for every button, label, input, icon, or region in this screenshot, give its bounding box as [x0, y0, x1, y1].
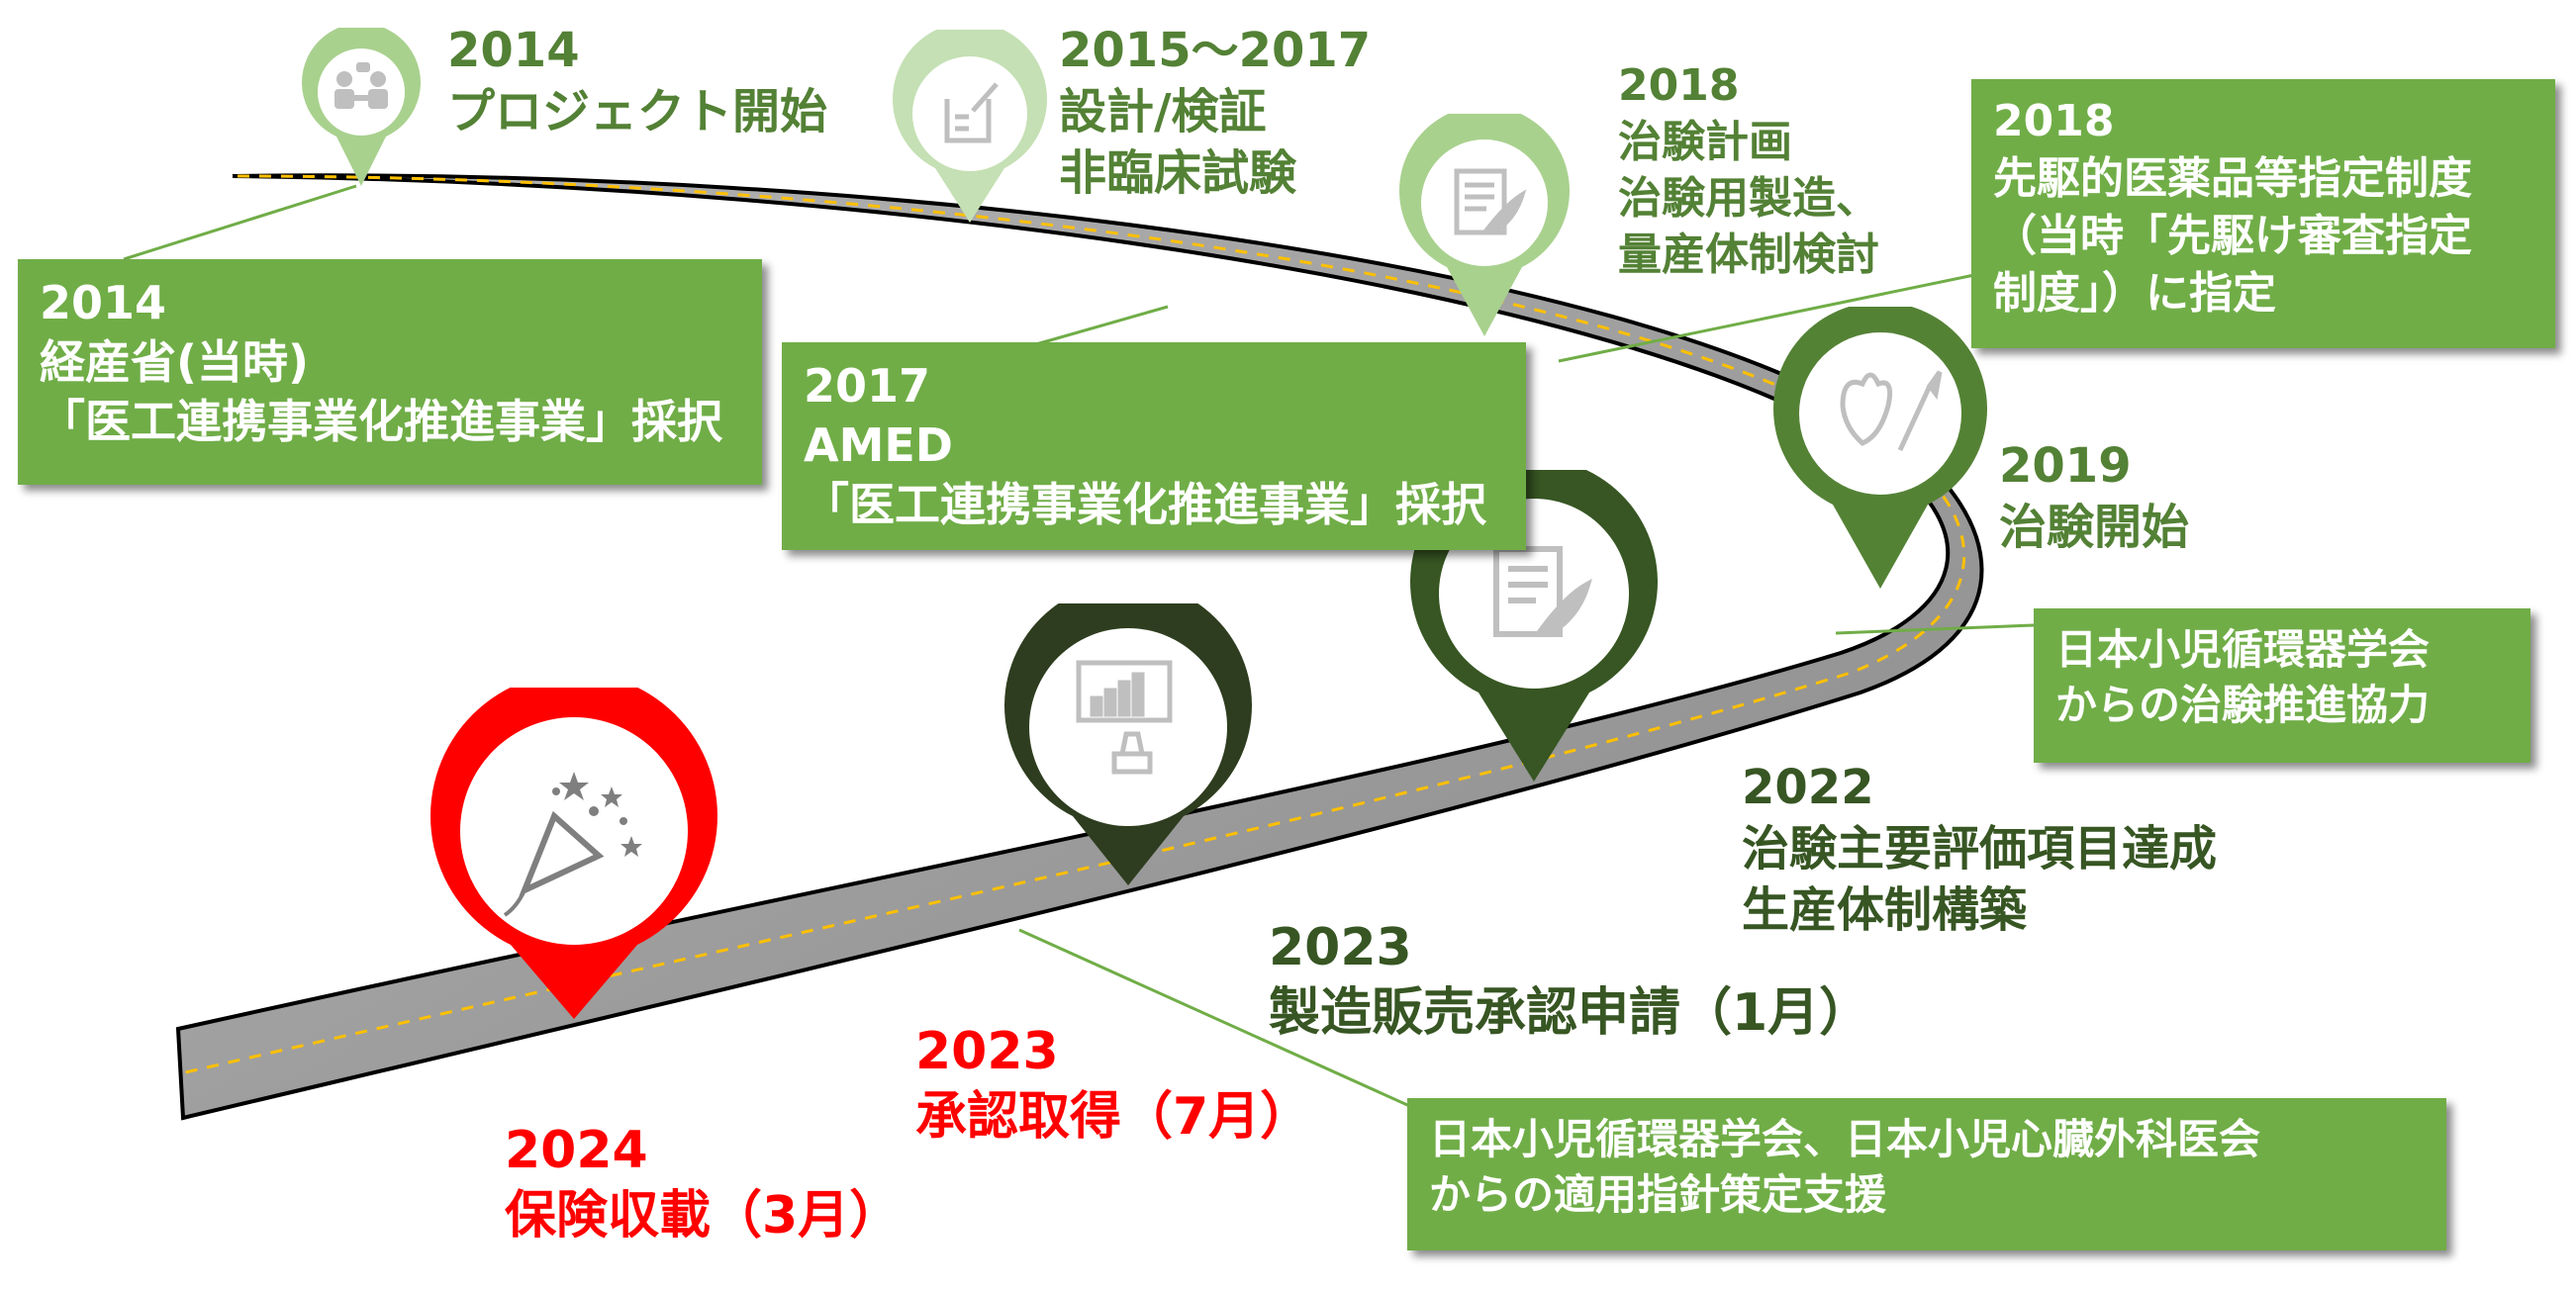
party-popper-icon: [503, 772, 642, 917]
milestone-2019: 2019 治験開始: [1999, 435, 2189, 558]
box-2014-year: 2014: [40, 276, 167, 329]
road-center-line: [180, 174, 1966, 1075]
box-2017-text-1: AMED: [804, 418, 953, 472]
milestone-2015-year: 2015〜2017: [1059, 23, 1372, 78]
document-quill-icon: [1493, 546, 1592, 638]
milestone-2018: 2018 治験計画 治験用製造、 量産体制検討: [1618, 57, 1879, 283]
milestone-2024: 2024 保険収載（3月）: [505, 1118, 901, 1248]
milestone-2019-text: 治験開始: [1999, 500, 2190, 555]
pin-2014: [302, 28, 421, 186]
pin-2018: [1399, 114, 1570, 336]
chart-stamp-icon: [1076, 660, 1173, 775]
milestone-2018-text-1: 治験計画: [1618, 117, 1792, 167]
document-quill-icon: [1454, 168, 1527, 235]
box-2014-meti: 2014 経産省(当時) 「医工連携事業化推進事業」採択: [18, 259, 762, 485]
box-2017-year: 2017: [804, 359, 931, 413]
milestone-2014: 2014 プロジェクト開始: [447, 20, 827, 142]
milestone-2023a-year: 2023: [1269, 918, 1412, 977]
pin-2015-2017: [893, 30, 1047, 223]
milestone-2014-text: プロジェクト開始: [447, 84, 828, 139]
pin-2023a: [1004, 603, 1252, 885]
milestone-2015-2017: 2015〜2017 設計/検証 非臨床試験: [1059, 20, 1371, 204]
box-society1-text-1: 日本小児循環器学会: [2055, 625, 2431, 674]
milestone-2018-text-3: 量産体制検討: [1618, 230, 1879, 280]
milestone-2022-text-2: 生産体制構築: [1742, 882, 2028, 938]
box-society-trial-cooperation: 日本小児循環器学会 からの治験推進協力: [2034, 608, 2530, 763]
box-2018-text-3: 制度」）に指定: [1993, 268, 2276, 319]
box-society2-text-1: 日本小児循環器学会、日本小児心臓外科医会: [1429, 1115, 2261, 1163]
milestone-2023-application: 2023 製造販売承認申請（1月）: [1269, 915, 1870, 1046]
connector-b2014: [123, 184, 357, 261]
connector-b2017: [1028, 305, 1169, 348]
connector-society2: [1018, 928, 1426, 1115]
box-society1-text-2: からの治験推進協力: [2055, 681, 2431, 729]
milestone-2023b-year: 2023: [915, 1022, 1059, 1081]
box-2018-text-1: 先駆的医薬品等指定制度: [1993, 153, 2472, 204]
milestone-2023b-text: 承認取得（7月）: [915, 1087, 1312, 1147]
box-2018-year: 2018: [1993, 96, 2115, 146]
pin-2019: [1773, 307, 1987, 589]
milestone-2024-year: 2024: [505, 1121, 648, 1180]
milestone-2015-text-1: 設計/検証: [1059, 84, 1267, 139]
milestone-2015-text-2: 非臨床試験: [1059, 145, 1297, 201]
box-society-guideline-support: 日本小児循環器学会、日本小児心臓外科医会 からの適用指針策定支援: [1407, 1098, 2446, 1250]
milestone-2022-text-1: 治験主要評価項目達成: [1742, 821, 2218, 877]
box-2017-amed: 2017 AMED 「医工連携事業化推進事業」採択: [782, 342, 1526, 550]
connector-b2018: [1558, 273, 1975, 363]
road-surface: [175, 173, 1984, 1121]
milestone-2023-approval: 2023 承認取得（7月）: [915, 1019, 1311, 1150]
milestone-2019-year: 2019: [1999, 438, 2132, 494]
box-2014-text-1: 経産省(当時): [40, 335, 310, 389]
milestone-2024-text: 保険収載（3月）: [505, 1186, 902, 1246]
box-2018-sakigake: 2018 先駆的医薬品等指定制度 （当時「先駆け審査指定 制度」）に指定: [1971, 79, 2555, 348]
box-society2-text-2: からの適用指針策定支援: [1429, 1170, 1887, 1219]
lab-beaker-icon: [944, 82, 999, 143]
box-2017-text-2: 「医工連携事業化推進事業」採択: [804, 478, 1486, 531]
pin-2024: [430, 688, 717, 1019]
heart-scalpel-icon: [1840, 370, 1943, 452]
milestone-2022: 2022 治験主要評価項目達成 生産体制構築: [1742, 757, 2217, 941]
connector-society1: [1835, 623, 2035, 635]
milestone-2022-year: 2022: [1742, 760, 1874, 815]
milestone-2014-year: 2014: [447, 23, 580, 78]
milestone-2018-year: 2018: [1618, 60, 1740, 111]
meeting-icon: [334, 62, 388, 109]
box-2014-text-2: 「医工連携事業化推進事業」採択: [40, 395, 722, 448]
milestone-2018-text-2: 治験用製造、: [1618, 173, 1879, 224]
box-2018-text-2: （当時「先駆け審査指定: [1993, 211, 2472, 261]
milestone-2023a-text: 製造販売承認申請（1月）: [1269, 983, 1871, 1043]
